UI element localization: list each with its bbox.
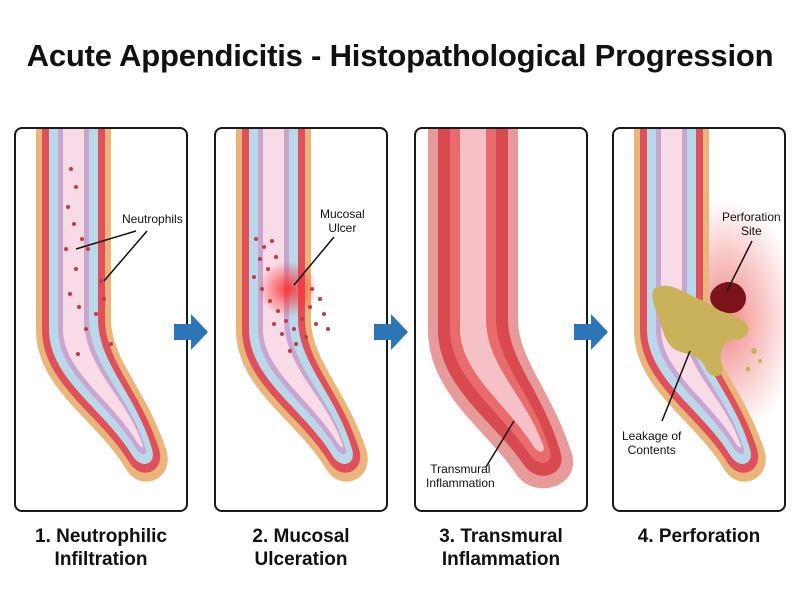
appendix-illustration-ulceration [236,129,368,482]
stage-1-caption: 1. Neutrophilic Infiltration [35,526,167,570]
neutrophils-label: Neutrophils [122,212,183,226]
mucosal-ulcer-label: Mucosal Ulcer [320,207,365,235]
leaked-contents [652,285,749,377]
leakage-of-contents-label: Leakage of Contents [622,429,682,457]
progression-arrow-icon [174,314,208,350]
stage-4-panel: Perforation Site Leakage of Contents [612,127,786,512]
progression-arrow-icon [374,314,408,350]
appendix-illustration-transmural [428,129,574,489]
stage-1-panel: Neutrophils [14,127,188,512]
transmural-inflammation-label: Transmural Inflammation [426,462,495,490]
perforation-site-label: Perforation Site [722,210,781,238]
diagram-title: Acute Appendicitis - Histopathological P… [26,38,774,73]
stage-2-panel: Mucosal Ulcer [214,127,388,512]
stage-3-caption: 3. Transmural Inflammation [439,526,563,570]
appendix-illustration-perforation [634,129,784,482]
stage-3-panel: Transmural Inflammation [414,127,588,512]
perforation-site [710,282,747,314]
neutrophil-dots [64,167,113,356]
stage-4-caption: 4. Perforation [637,526,761,547]
appendix-illustration-neutrophilic [36,129,168,482]
neutrophil-dots [252,237,330,353]
stage-2-caption: 2. Mucosal Ulceration [252,526,350,570]
progression-arrow-icon [574,314,608,350]
